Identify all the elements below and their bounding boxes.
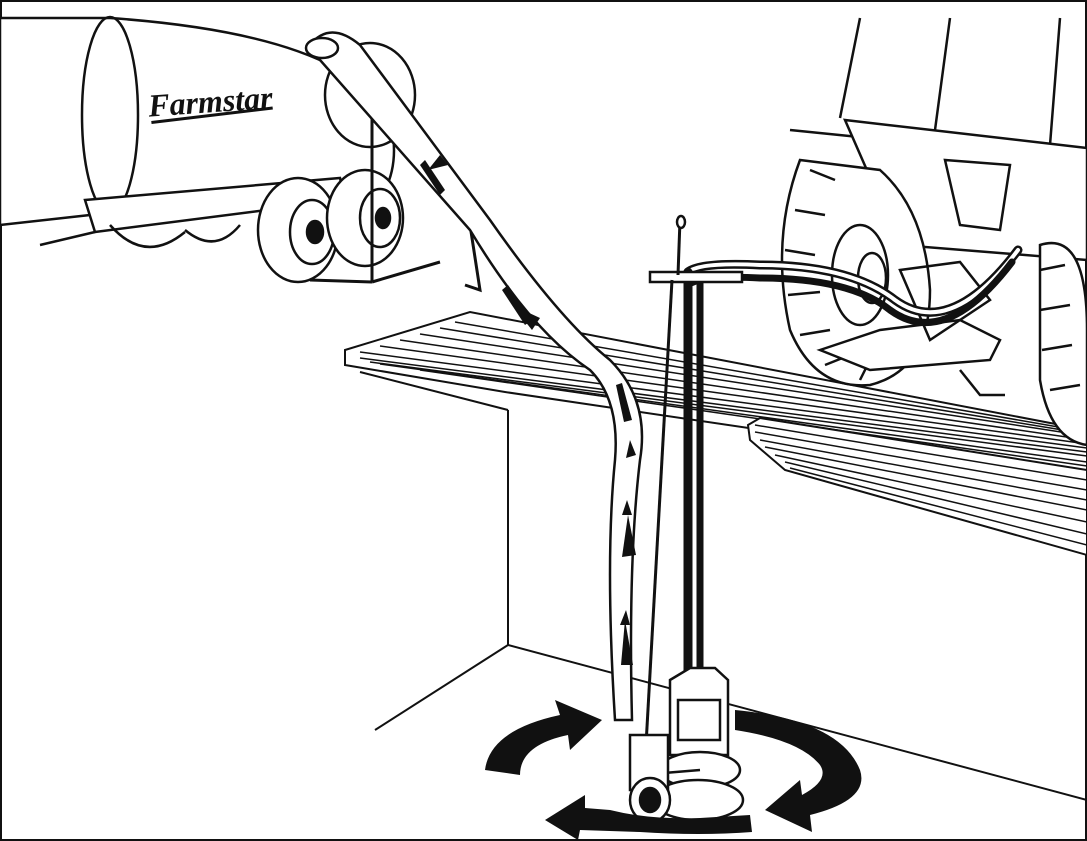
pit-floor-left-edge (375, 645, 508, 730)
pump-t-handle (650, 272, 742, 282)
flow-arrows (420, 155, 636, 665)
rotation-arrow-right (735, 710, 861, 832)
rotation-arrow-left (485, 700, 602, 775)
tank-wheel-front (258, 178, 338, 282)
tank-wheel-rear (327, 170, 403, 266)
